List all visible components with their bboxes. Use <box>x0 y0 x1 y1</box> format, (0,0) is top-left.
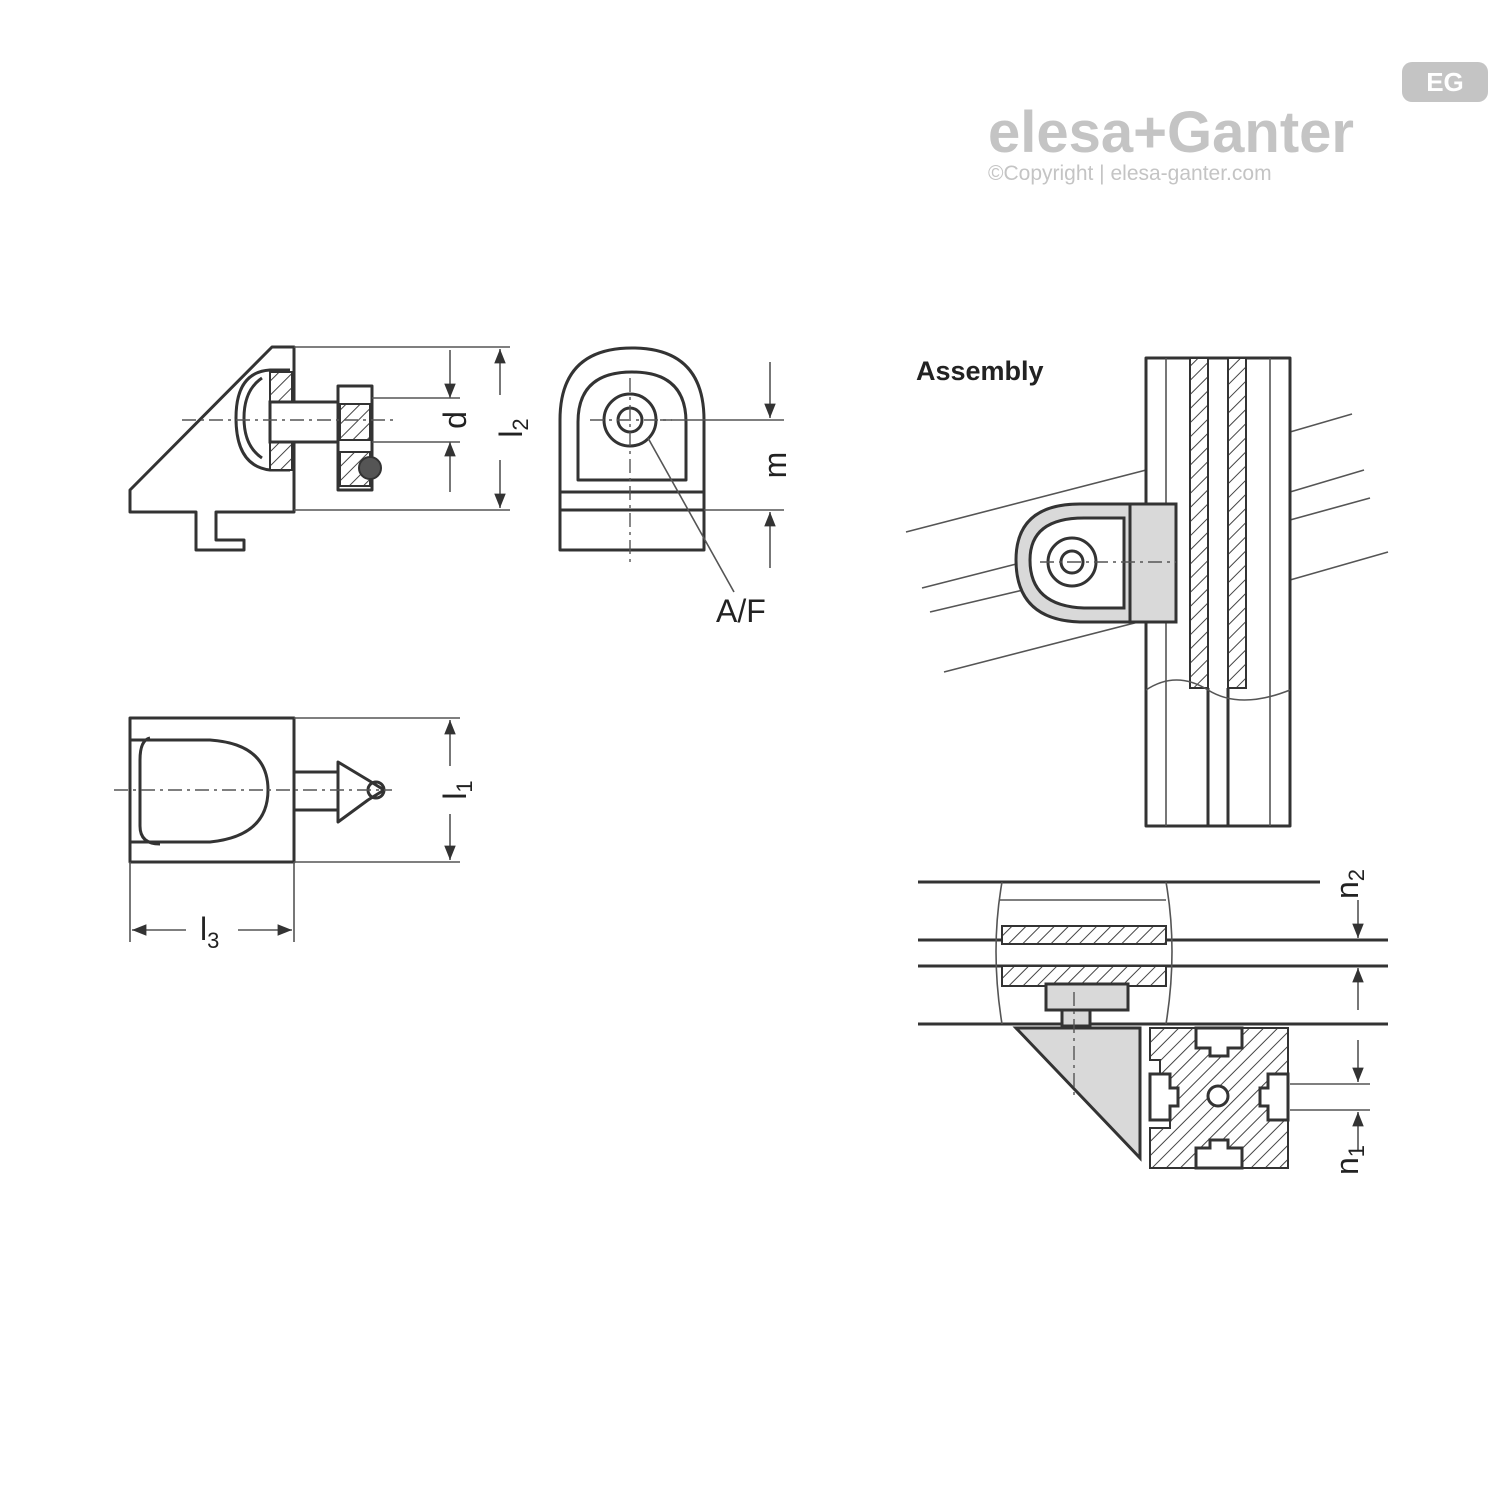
top-pocket <box>138 736 161 846</box>
dim-n1-label: n1 <box>1329 1145 1369 1175</box>
assembly-view: Assembly <box>905 356 1389 828</box>
assembly-bracket-foot <box>1128 502 1178 624</box>
front-view: A/F m <box>558 346 793 629</box>
profile-slot-top <box>1194 1026 1244 1058</box>
side-view: d l2 <box>128 345 533 552</box>
vprofile-section-left <box>1189 357 1209 689</box>
section-nut <box>1044 982 1130 1012</box>
section-view: n2 n1 <box>918 869 1388 1175</box>
top-bolt-shank <box>292 770 340 812</box>
dim-l2-label: l2 <box>493 418 533 437</box>
eg-badge <box>1402 62 1488 102</box>
profile-line-5 <box>1289 413 1353 433</box>
top-dome <box>130 738 270 844</box>
dim-d-label: d <box>437 411 473 429</box>
profile-core-hole <box>1206 1084 1230 1108</box>
rail-section-upper <box>1001 925 1167 945</box>
dim-l3-label: l3 <box>200 911 219 953</box>
brand-name: elesa+Ganter <box>988 100 1354 165</box>
assembly-title: Assembly <box>916 356 1044 386</box>
top-cone-tip <box>336 760 386 824</box>
profile-line-4 <box>943 619 1147 673</box>
dim-m-label: m <box>757 452 793 479</box>
af-leader <box>647 437 735 593</box>
pocket-outline <box>234 368 290 472</box>
profile-slot-left <box>1148 1072 1180 1122</box>
eg-badge-text: EG <box>1426 67 1464 97</box>
bolt-head <box>242 376 263 460</box>
nut-block <box>336 384 374 492</box>
nut-section <box>339 403 371 441</box>
profile-line-6 <box>1289 469 1365 493</box>
section-bolt <box>1060 1008 1092 1028</box>
rail-break-left <box>995 881 1003 1025</box>
profile-slot-right <box>1258 1072 1290 1122</box>
brand-logo: EG elesa+Ganter ©Copyright | elesa-gante… <box>988 62 1488 185</box>
af-label: A/F <box>716 593 766 629</box>
copyright-text: ©Copyright | elesa-ganter.com <box>988 162 1272 185</box>
top-view: l1 l3 <box>114 716 477 953</box>
profile-line-1 <box>905 469 1147 533</box>
vprofile-break <box>1145 679 1291 701</box>
profile-line-7 <box>1289 497 1371 521</box>
assembly-bracket-pocket <box>1028 516 1126 610</box>
dim-n2-label: n2 <box>1329 869 1369 899</box>
dim-l1-label: l1 <box>437 780 477 799</box>
front-outline <box>558 346 706 552</box>
bolt-shank <box>268 400 340 444</box>
ball-detent <box>358 456 382 480</box>
rail-break-right <box>1165 881 1173 1025</box>
wedge-body-outline <box>128 345 296 552</box>
front-inner-pocket <box>576 370 688 482</box>
section-bracket <box>1012 1026 1142 1162</box>
vprofile-section-right <box>1227 357 1247 689</box>
profile-slot-bottom <box>1194 1138 1244 1170</box>
profile-line-8 <box>1289 551 1389 581</box>
